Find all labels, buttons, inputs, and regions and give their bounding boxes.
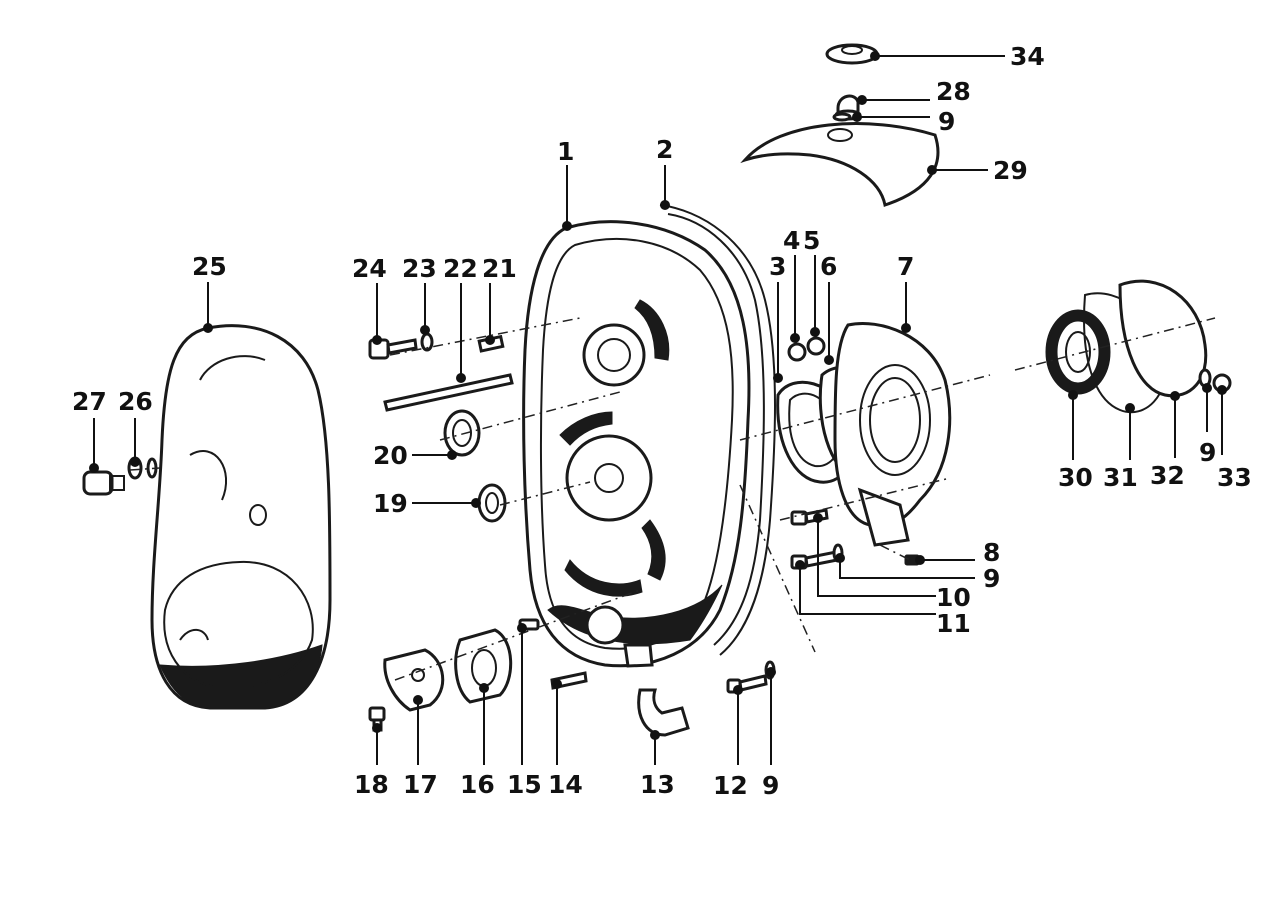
callout-3: 3 bbox=[769, 252, 786, 383]
callout-26: 26 bbox=[118, 387, 153, 467]
callout-19: 19 bbox=[373, 489, 481, 518]
svg-text:15: 15 bbox=[507, 770, 542, 799]
part-34-knurled-cap bbox=[825, 43, 879, 65]
callout-31: 31 bbox=[1103, 403, 1138, 492]
svg-text:16: 16 bbox=[460, 770, 495, 799]
callout-9-right: 9 bbox=[1199, 383, 1216, 467]
callout-17: 17 bbox=[403, 695, 438, 799]
svg-text:1: 1 bbox=[557, 137, 574, 166]
svg-text:5: 5 bbox=[803, 226, 820, 255]
part-1-housing bbox=[522, 220, 751, 668]
part-7-flange bbox=[833, 322, 952, 547]
svg-text:21: 21 bbox=[482, 254, 517, 283]
svg-text:18: 18 bbox=[354, 770, 389, 799]
callout-12: 12 bbox=[713, 685, 748, 800]
part-22-shaft bbox=[383, 373, 514, 412]
callout-2: 2 bbox=[656, 135, 673, 210]
svg-text:4: 4 bbox=[783, 226, 800, 255]
svg-text:19: 19 bbox=[373, 489, 408, 518]
svg-text:13: 13 bbox=[640, 770, 675, 799]
svg-text:9: 9 bbox=[938, 107, 955, 136]
svg-text:14: 14 bbox=[548, 770, 583, 799]
part-13-pipe bbox=[637, 688, 690, 737]
callout-13: 13 bbox=[640, 730, 675, 799]
svg-text:9: 9 bbox=[983, 564, 1000, 593]
svg-text:30: 30 bbox=[1058, 463, 1093, 492]
callout-23: 23 bbox=[402, 254, 437, 335]
callout-29: 29 bbox=[927, 156, 1028, 185]
callout-9-mid: 9 bbox=[835, 553, 1000, 593]
svg-text:9: 9 bbox=[762, 771, 779, 800]
callout-14: 14 bbox=[548, 679, 583, 799]
svg-text:24: 24 bbox=[352, 254, 387, 283]
svg-text:32: 32 bbox=[1150, 461, 1185, 490]
callout-7: 7 bbox=[897, 252, 914, 333]
svg-text:25: 25 bbox=[192, 252, 227, 281]
part-4-nut bbox=[787, 342, 807, 362]
part-29-shield bbox=[740, 122, 940, 207]
svg-text:28: 28 bbox=[936, 77, 971, 106]
svg-text:10: 10 bbox=[936, 583, 971, 612]
callout-30: 30 bbox=[1058, 390, 1093, 492]
callout-25: 25 bbox=[192, 252, 227, 333]
callout-9-top: 9 bbox=[852, 107, 955, 136]
callout-11: 11 bbox=[795, 560, 971, 638]
part-2-gasket bbox=[659, 204, 776, 656]
callout-10: 10 bbox=[813, 513, 971, 612]
svg-text:6: 6 bbox=[820, 252, 837, 281]
svg-text:17: 17 bbox=[403, 770, 438, 799]
svg-text:3: 3 bbox=[769, 252, 786, 281]
svg-text:12: 12 bbox=[713, 771, 748, 800]
callout-20: 20 bbox=[373, 441, 457, 470]
callout-16: 16 bbox=[460, 683, 495, 799]
part-24-bolt bbox=[368, 338, 418, 360]
callout-21: 21 bbox=[482, 254, 517, 345]
svg-text:8: 8 bbox=[983, 538, 1000, 567]
callout-9-bottom: 9 bbox=[762, 667, 779, 800]
svg-text:27: 27 bbox=[72, 387, 107, 416]
part-25-outer-cover bbox=[150, 324, 332, 710]
svg-text:34: 34 bbox=[1010, 42, 1045, 71]
callout-22: 22 bbox=[443, 254, 478, 383]
svg-text:26: 26 bbox=[118, 387, 153, 416]
callout-33: 33 bbox=[1217, 385, 1252, 492]
callout-34: 34 bbox=[870, 42, 1045, 71]
part-20-seal bbox=[443, 409, 481, 457]
part-17-cover-plate bbox=[383, 648, 445, 712]
callout-15: 15 bbox=[507, 623, 542, 799]
callout-4: 4 bbox=[783, 226, 800, 343]
callout-5: 5 bbox=[803, 226, 820, 337]
svg-text:11: 11 bbox=[936, 609, 971, 638]
part-27-screw bbox=[82, 470, 125, 496]
part-19-seal bbox=[477, 483, 507, 523]
callout-6: 6 bbox=[820, 252, 837, 365]
svg-text:31: 31 bbox=[1103, 463, 1138, 492]
callout-1: 1 bbox=[557, 137, 574, 231]
svg-text:22: 22 bbox=[443, 254, 478, 283]
assembly-axes bbox=[129, 317, 1216, 681]
part-5-washer bbox=[806, 336, 826, 356]
callout-28: 28 bbox=[857, 77, 971, 106]
callout-27: 27 bbox=[72, 387, 107, 473]
callout-32: 32 bbox=[1150, 391, 1185, 490]
callout-8: 8 bbox=[915, 538, 1000, 567]
svg-text:20: 20 bbox=[373, 441, 408, 470]
svg-text:9: 9 bbox=[1199, 438, 1216, 467]
svg-text:2: 2 bbox=[656, 135, 673, 164]
svg-text:33: 33 bbox=[1217, 463, 1252, 492]
part-32-housing bbox=[1118, 279, 1208, 398]
svg-text:29: 29 bbox=[993, 156, 1028, 185]
svg-text:7: 7 bbox=[897, 252, 914, 281]
part-9-washer-top bbox=[832, 112, 852, 122]
callout-18: 18 bbox=[354, 723, 389, 799]
svg-text:23: 23 bbox=[402, 254, 437, 283]
part-30-seal bbox=[1045, 309, 1111, 395]
callout-24: 24 bbox=[352, 254, 387, 345]
